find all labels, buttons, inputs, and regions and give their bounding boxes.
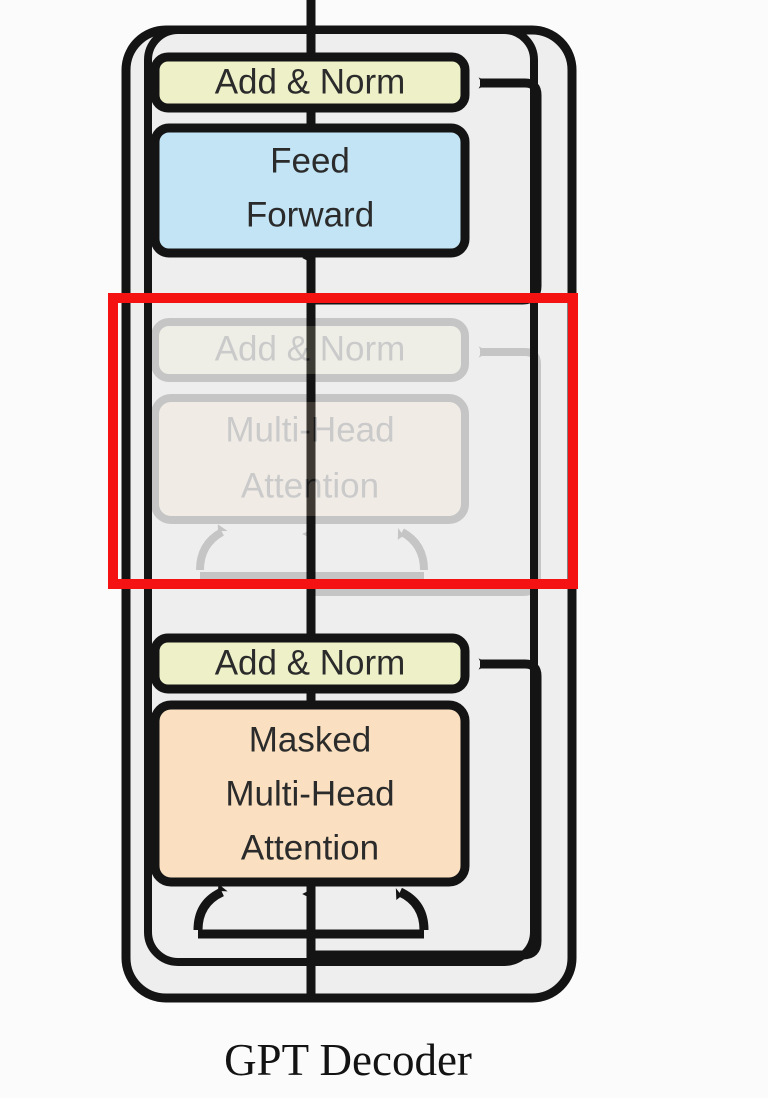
cross-attention-label-line1: Multi-Head — [225, 410, 394, 449]
ffn-add-norm-block[interactable] — [150, 52, 470, 113]
cross-residual-path — [311, 346, 541, 596]
masked-add-norm-label: Add & Norm — [215, 643, 406, 682]
cross-input-arrow-left — [196, 524, 228, 571]
masked-attention-label-line2: Multi-Head — [225, 774, 394, 813]
masked-input-arrow-left — [193, 884, 228, 931]
masked-attention-label-line1: Masked — [249, 720, 372, 759]
masked-attention-label-line3: Attention — [241, 828, 379, 867]
masked-attention-sublayer-group: Masked Multi-Head Attention Add & Norm — [150, 633, 542, 960]
cross-attention-sublayer-group: Multi-Head Attention Add & Norm — [151, 318, 541, 596]
removed-cross-attention-highlight — [108, 293, 578, 589]
figure-caption: GPT Decoder — [224, 1035, 472, 1085]
masked-attention-block[interactable] — [150, 700, 470, 887]
cross-add-norm-block[interactable] — [151, 318, 469, 382]
masked-input-arrow-right — [395, 887, 429, 931]
feed-forward-label-line1: Feed — [270, 141, 350, 180]
masked-add-norm-block[interactable] — [150, 633, 470, 694]
feed-forward-block[interactable] — [150, 123, 470, 258]
cross-input-arrow-right — [397, 527, 428, 571]
ffn-add-norm-label: Add & Norm — [215, 62, 406, 101]
cross-attention-block[interactable] — [151, 394, 469, 524]
feed-forward-label-line2: Forward — [246, 195, 374, 234]
cross-add-norm-label: Add & Norm — [215, 329, 406, 368]
feed-forward-sublayer-group: Feed Forward Add & Norm — [150, 52, 542, 305]
masked-residual-path — [311, 658, 542, 960]
cross-attention-label-line2: Attention — [241, 466, 379, 505]
